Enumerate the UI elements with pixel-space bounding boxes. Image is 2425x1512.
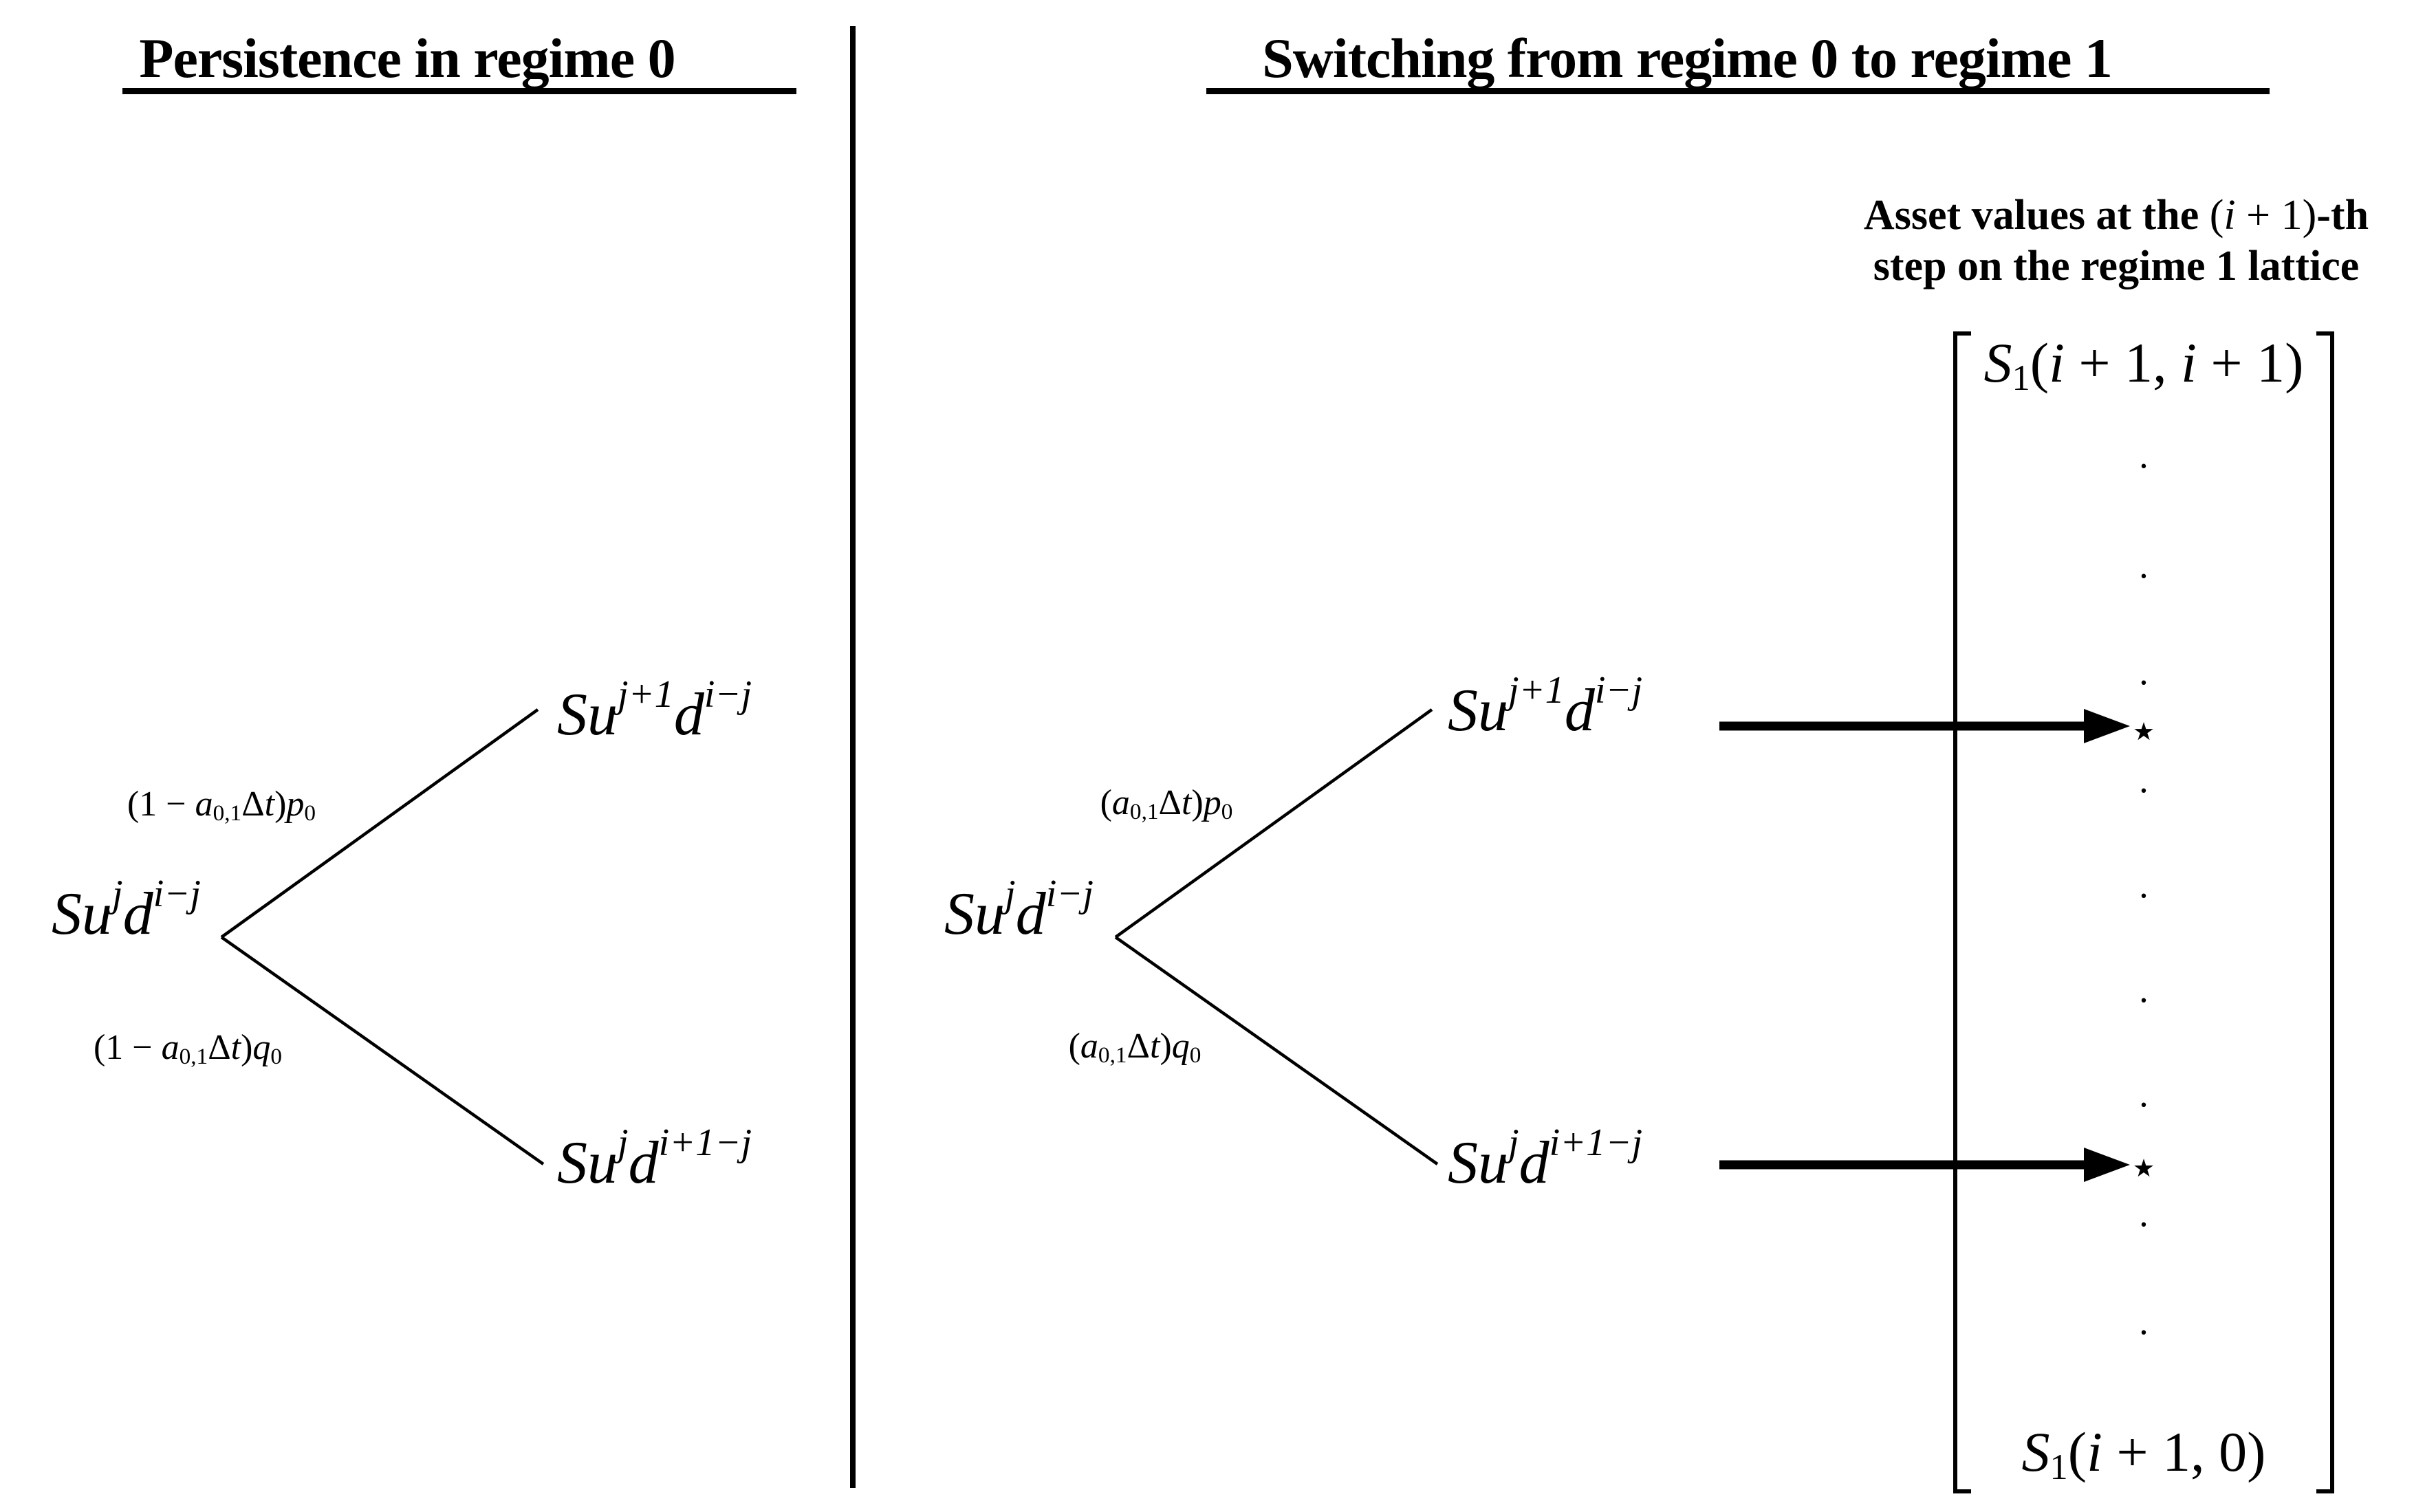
right-down-probability-label: (a0,1Δt)q0 xyxy=(1068,1027,1201,1069)
star-marker-down: ⋆ xyxy=(2128,1138,2160,1196)
right-up-branch-line xyxy=(1114,708,1433,939)
left-down-branch-line xyxy=(220,936,545,1165)
vector-ellipsis-dot: • xyxy=(2139,993,2149,1010)
asset-vector-header: Asset values at the (i + 1)-th step on t… xyxy=(1807,190,2425,292)
vector-entry-bottom: S1(i + 1, 0) xyxy=(2021,1421,2266,1487)
vector-ellipsis-dot: • xyxy=(2139,569,2149,586)
vector-ellipsis-dot: • xyxy=(2139,888,2149,906)
asset-vector-header-line2: step on the regime 1 lattice xyxy=(1873,243,2360,289)
vector-bracket-left xyxy=(1953,331,1971,1493)
left-panel-title: Persistence in regime 0 xyxy=(139,27,675,89)
right-up-probability-label: (a0,1Δt)p0 xyxy=(1100,783,1233,825)
right-up-node-label: Suj+1di−j xyxy=(1448,668,1643,744)
left-down-probability-label: (1 − a0,1Δt)q0 xyxy=(93,1028,283,1070)
right-down-node-label: Sujdi+1−j xyxy=(1448,1121,1643,1196)
transfer-arrow-up-head xyxy=(2084,709,2130,743)
left-down-node-label: Sujdi+1−j xyxy=(557,1121,752,1196)
vector-ellipsis-dot: • xyxy=(2139,675,2149,692)
left-up-branch-line xyxy=(220,708,539,939)
vector-ellipsis-dot: • xyxy=(2139,1217,2149,1234)
star-marker-up: ⋆ xyxy=(2128,701,2160,759)
transfer-arrow-down-head xyxy=(2084,1148,2130,1182)
left-root-node-label: Sujdi−j xyxy=(52,872,201,947)
right-root-node-label: Sujdi−j xyxy=(944,872,1094,947)
right-down-branch-line xyxy=(1114,936,1439,1165)
vector-ellipsis-dot: • xyxy=(2139,1097,2149,1115)
panel-divider xyxy=(850,26,856,1488)
left-up-node-label: Suj+1di−j xyxy=(557,672,752,748)
vector-ellipsis-dot: • xyxy=(2139,783,2149,800)
left-up-probability-label: (1 − a0,1Δt)p0 xyxy=(127,785,316,826)
asset-vector-header-line1: Asset values at the (i + 1)-th xyxy=(1863,192,2369,239)
vector-entry-top: S1(i + 1, i + 1) xyxy=(1983,331,2304,398)
right-panel-title: Switching from regime 0 to regime 1 xyxy=(1262,27,2113,89)
left-title-underline xyxy=(122,88,796,94)
vector-ellipsis-dot: • xyxy=(2139,1325,2149,1342)
right-title-underline xyxy=(1206,88,2270,94)
vector-ellipsis-dot: • xyxy=(2139,459,2149,476)
vector-bracket-right xyxy=(2316,331,2334,1493)
